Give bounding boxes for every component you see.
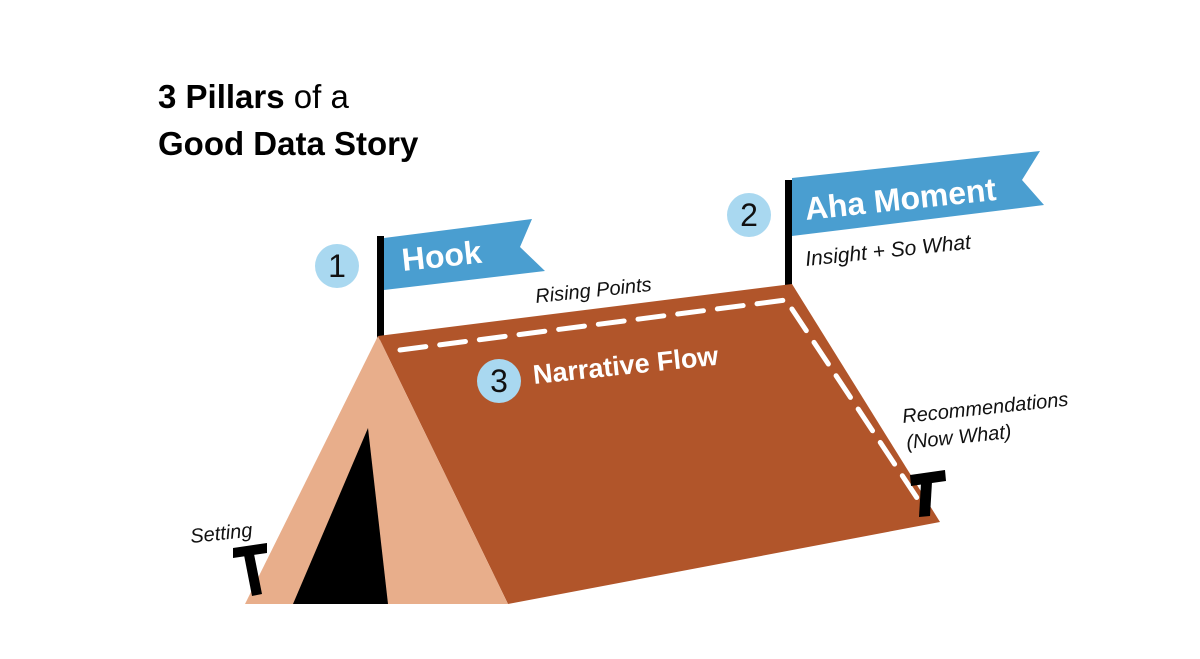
aha-flag-pole	[785, 180, 792, 292]
tent-roof	[378, 284, 940, 604]
aha-moment-flag	[792, 151, 1044, 236]
tent-front	[245, 336, 508, 604]
aha-sublabel: Insight + So What	[804, 231, 973, 271]
rising-points-label: Rising Points	[534, 274, 652, 308]
pillar-1-badge	[315, 244, 359, 288]
left-stake-icon	[233, 543, 267, 596]
recommendations-label: Recommendations	[901, 389, 1069, 428]
diagram-title-line2: Good Data Story	[158, 125, 419, 162]
title-rest: of a	[285, 78, 350, 115]
diagram-title-line1: 3 Pillars of a	[158, 78, 349, 115]
hook-flag-label: Hook	[400, 234, 484, 278]
pillar-3-badge	[477, 359, 521, 403]
pillar-3-number: 3	[490, 363, 508, 399]
pillar-1-number: 1	[328, 248, 346, 284]
setting-label: Setting	[189, 520, 253, 548]
hook-flag-pole	[377, 236, 384, 340]
pillar-2-badge	[727, 193, 771, 237]
hook-flag	[384, 219, 545, 290]
right-stake-icon	[910, 470, 946, 517]
tent-door	[293, 428, 388, 604]
title-bold: 3 Pillars	[158, 78, 285, 115]
pillar-2-number: 2	[740, 197, 758, 233]
narrative-dashed-path	[397, 297, 928, 513]
